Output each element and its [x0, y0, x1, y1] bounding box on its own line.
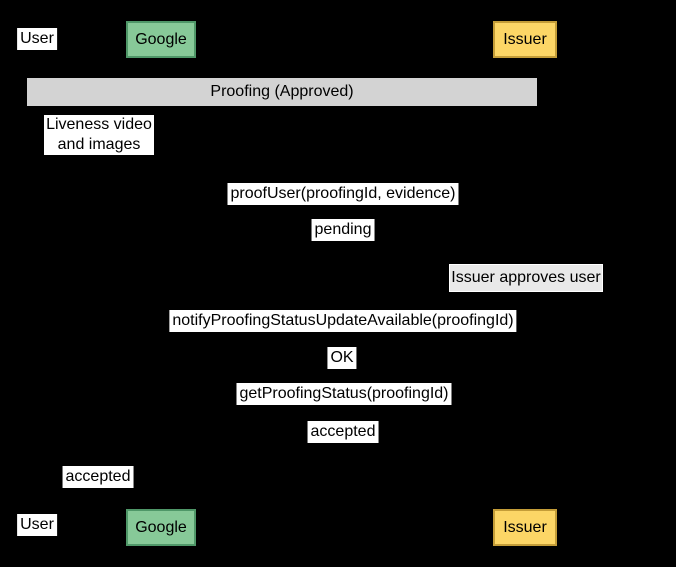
- message-pending: pending: [311, 219, 375, 241]
- actor-issuer-bottom-label: Issuer: [503, 518, 547, 536]
- actor-user-top: User: [17, 28, 57, 50]
- message-accepted-to-user: accepted: [62, 466, 134, 488]
- actor-issuer-bottom: Issuer: [493, 509, 557, 546]
- actor-issuer-top-label: Issuer: [503, 30, 547, 48]
- actor-google-top: Google: [126, 21, 196, 58]
- message-accepted-from-issuer: accepted: [307, 421, 379, 443]
- actor-google-bottom-label: Google: [135, 518, 187, 536]
- actor-google-bottom: Google: [126, 509, 196, 546]
- frame-title-bar: Proofing (Approved): [27, 78, 537, 106]
- actor-user-bottom: User: [17, 514, 57, 536]
- message-ok: OK: [327, 347, 357, 369]
- frame-title-label: Proofing (Approved): [210, 83, 354, 100]
- message-notify-status-update: notifyProofingStatusUpdateAvailable(proo…: [169, 310, 517, 332]
- actor-issuer-top: Issuer: [493, 21, 557, 58]
- actor-google-top-label: Google: [135, 30, 187, 48]
- message-liveness-line1: Liveness video: [46, 116, 152, 133]
- message-get-proofing-status: getProofingStatus(proofingId): [236, 383, 452, 405]
- note-issuer-approves-user: Issuer approves user: [449, 264, 603, 292]
- message-liveness-line2: and images: [57, 136, 141, 153]
- note-issuer-approves-user-label: Issuer approves user: [451, 269, 601, 286]
- message-liveness: Liveness video and images: [44, 115, 154, 155]
- message-proof-user: proofUser(proofingId, evidence): [227, 183, 459, 205]
